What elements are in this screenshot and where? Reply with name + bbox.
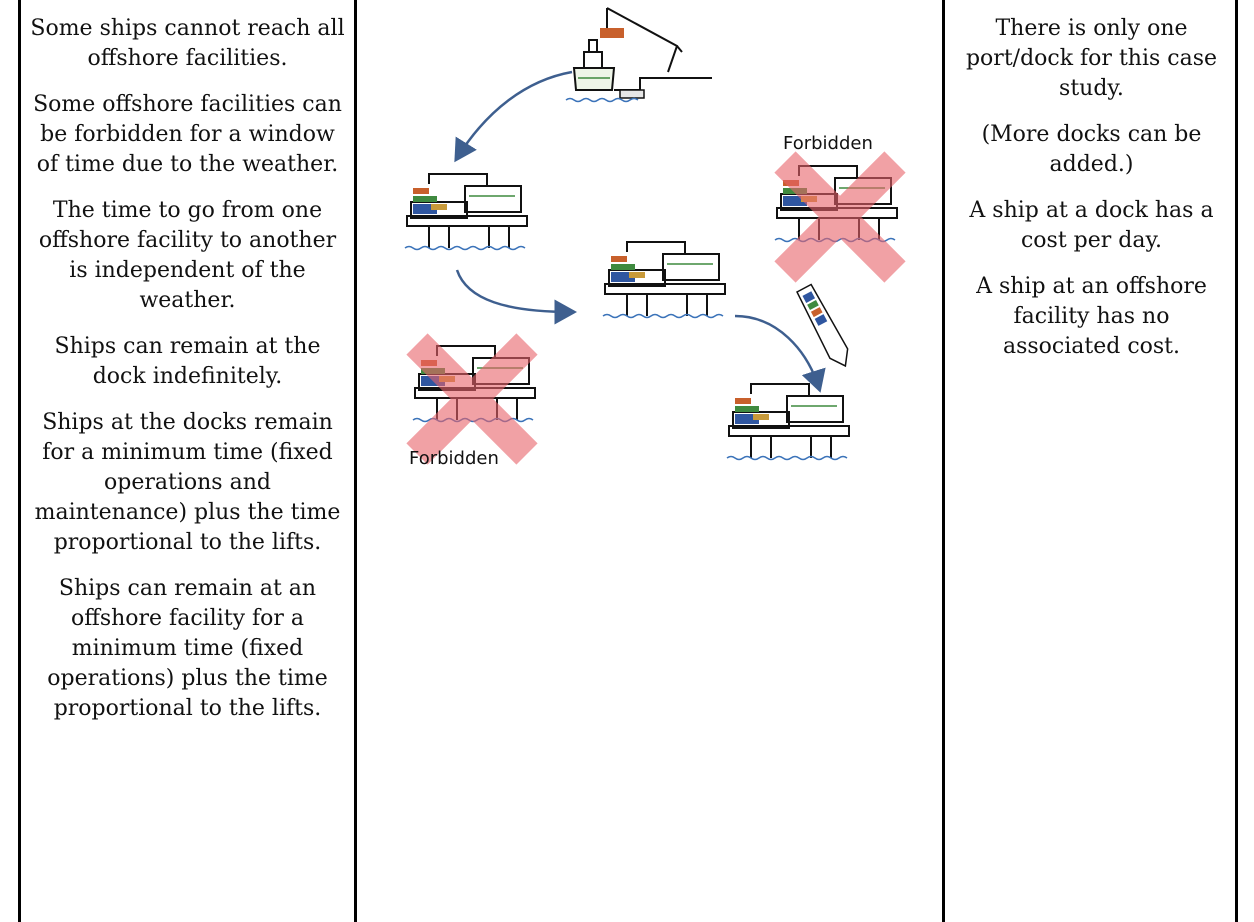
left-paragraph: Some offshore facilities can be forbidde…	[33, 92, 342, 177]
right-column: There is only one port/dock for this cas…	[942, 0, 1238, 922]
ship-icon	[796, 283, 849, 368]
offshore-platform-icon	[602, 241, 726, 319]
route-arrow	[455, 269, 577, 325]
routing-diagram: Forbidden Forbidden	[357, 0, 942, 922]
dock-icon	[565, 7, 712, 103]
diagram-canvas	[357, 7, 942, 500]
offshore-platform-icon	[404, 173, 528, 251]
right-paragraph: A ship at a dock has a cost per day.	[969, 198, 1214, 253]
right-paragraph: There is only one port/dock for this cas…	[965, 16, 1218, 101]
left-paragraph: Ships at the docks remain for a minimum …	[34, 410, 341, 555]
route-arrow	[454, 70, 573, 163]
forbidden-label: Forbidden	[409, 448, 499, 469]
route-arrow	[734, 314, 826, 393]
right-paragraph: A ship at an offshore facility has no as…	[976, 274, 1207, 359]
left-column: Some ships cannot reach all offshore fac…	[21, 0, 357, 922]
forbidden-label: Forbidden	[783, 133, 873, 154]
left-paragraph: Ships can remain at the dock indefinitel…	[54, 334, 321, 389]
left-paragraph: Some ships cannot reach all offshore fac…	[30, 16, 345, 71]
offshore-platform-icon	[726, 383, 850, 461]
left-paragraph: The time to go from one offshore facilit…	[38, 198, 337, 313]
right-paragraph: (More docks can be added.)	[981, 122, 1202, 177]
left-paragraph: Ships can remain at an offshore facility…	[47, 576, 328, 721]
layout-table: Some ships cannot reach all offshore fac…	[18, 0, 1238, 922]
